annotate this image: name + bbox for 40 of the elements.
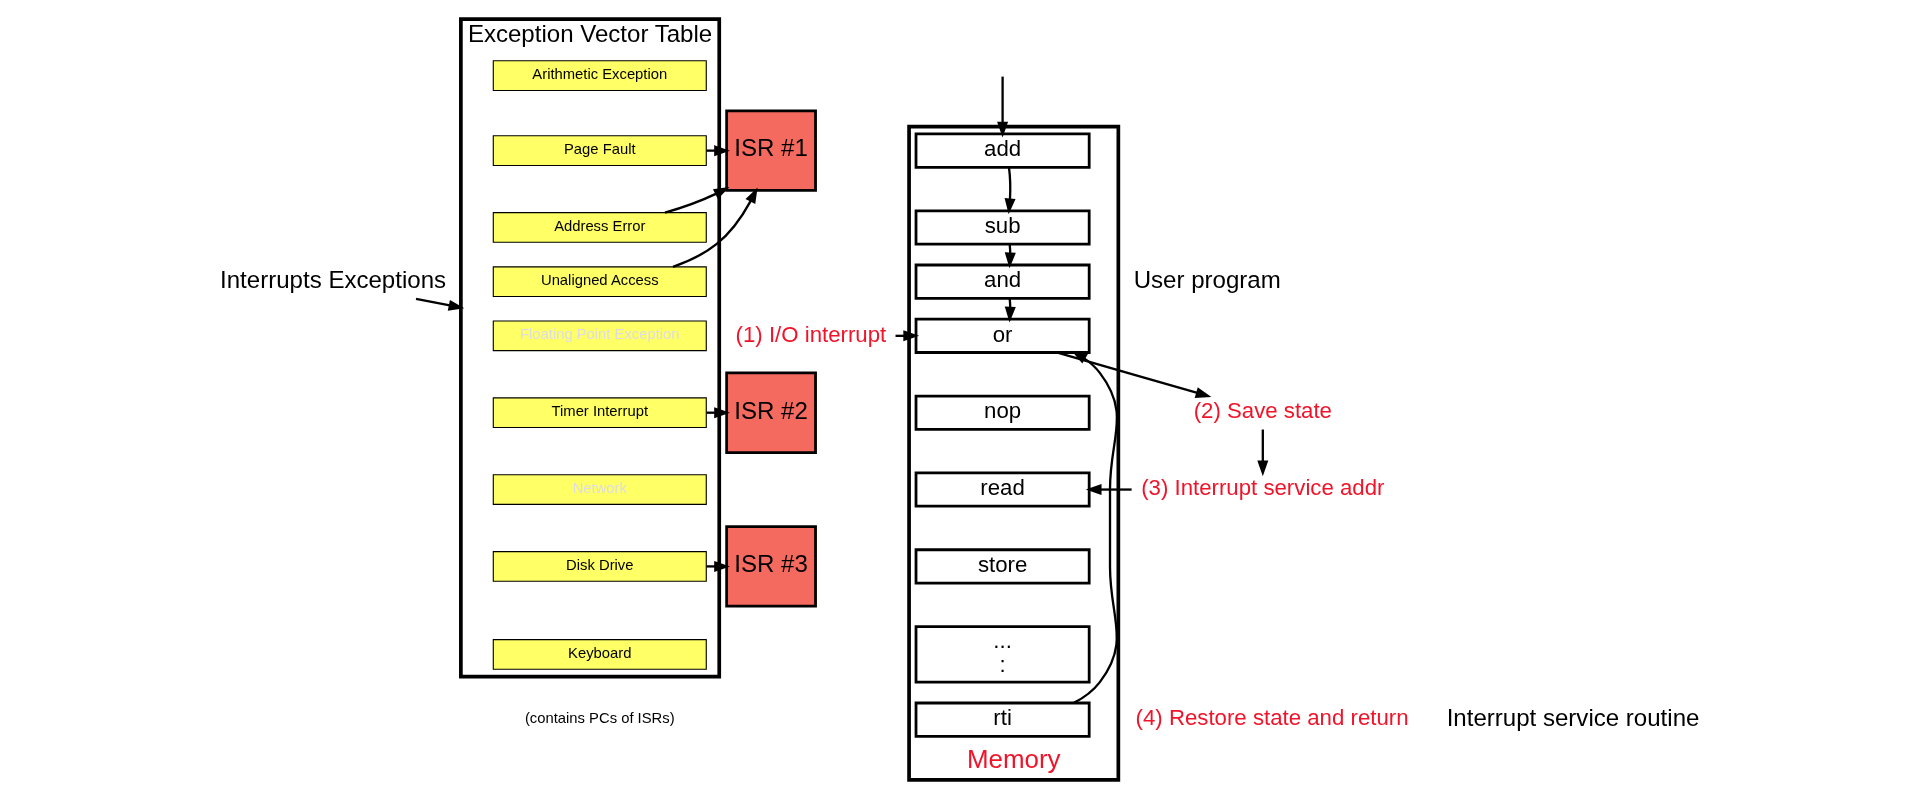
arrow (1004, 167, 1016, 215)
node-text: (1) I/O interrupt (735, 321, 887, 347)
node-box: ISR #2 (725, 371, 817, 454)
node-text: (3) Interrupt service addr (1141, 475, 1385, 501)
arrow (997, 76, 1009, 138)
arrow (1057, 351, 1212, 398)
node-box: Network (492, 474, 707, 505)
node-text: (2) Save state (1193, 398, 1332, 424)
node-box: Timer Interrupt (492, 397, 707, 429)
node-box: store (914, 548, 1091, 585)
node-box: ... : (914, 625, 1091, 684)
node-box: and (914, 263, 1091, 300)
label: Interrupt service routine (1446, 703, 1700, 731)
arrow (415, 297, 465, 311)
node-box: Page Fault (492, 135, 707, 166)
node-box: add (914, 132, 1091, 169)
node-box: read (914, 471, 1091, 508)
node-box: Keyboard (492, 639, 707, 670)
node-box: ISR #1 (725, 109, 817, 192)
node-box: nop (914, 394, 1091, 431)
arrow (664, 187, 730, 214)
arrow (1085, 484, 1132, 496)
node-box: Arithmetic Exception (492, 60, 707, 91)
arrow (1257, 429, 1269, 477)
node-label: (contains PCs of ISRs) (524, 710, 675, 727)
node-box: rti (914, 701, 1091, 738)
node-box: Address Error (492, 212, 707, 243)
node-text: (4) Restore state and return (1135, 705, 1409, 731)
node-box: Disk Drive (492, 551, 707, 582)
arrow (672, 187, 758, 268)
node-box: sub (914, 209, 1091, 246)
arrow (706, 560, 730, 572)
arrow (1071, 350, 1119, 704)
node-box: ISR #3 (725, 525, 817, 608)
node-box: Floating Point Exception (492, 320, 707, 352)
node-box: Unaligned Access (492, 266, 707, 298)
node-text: Interrupts Exceptions (220, 265, 447, 293)
arrow (706, 145, 730, 157)
label: User program (1133, 265, 1281, 293)
node-box: or (914, 317, 1091, 354)
